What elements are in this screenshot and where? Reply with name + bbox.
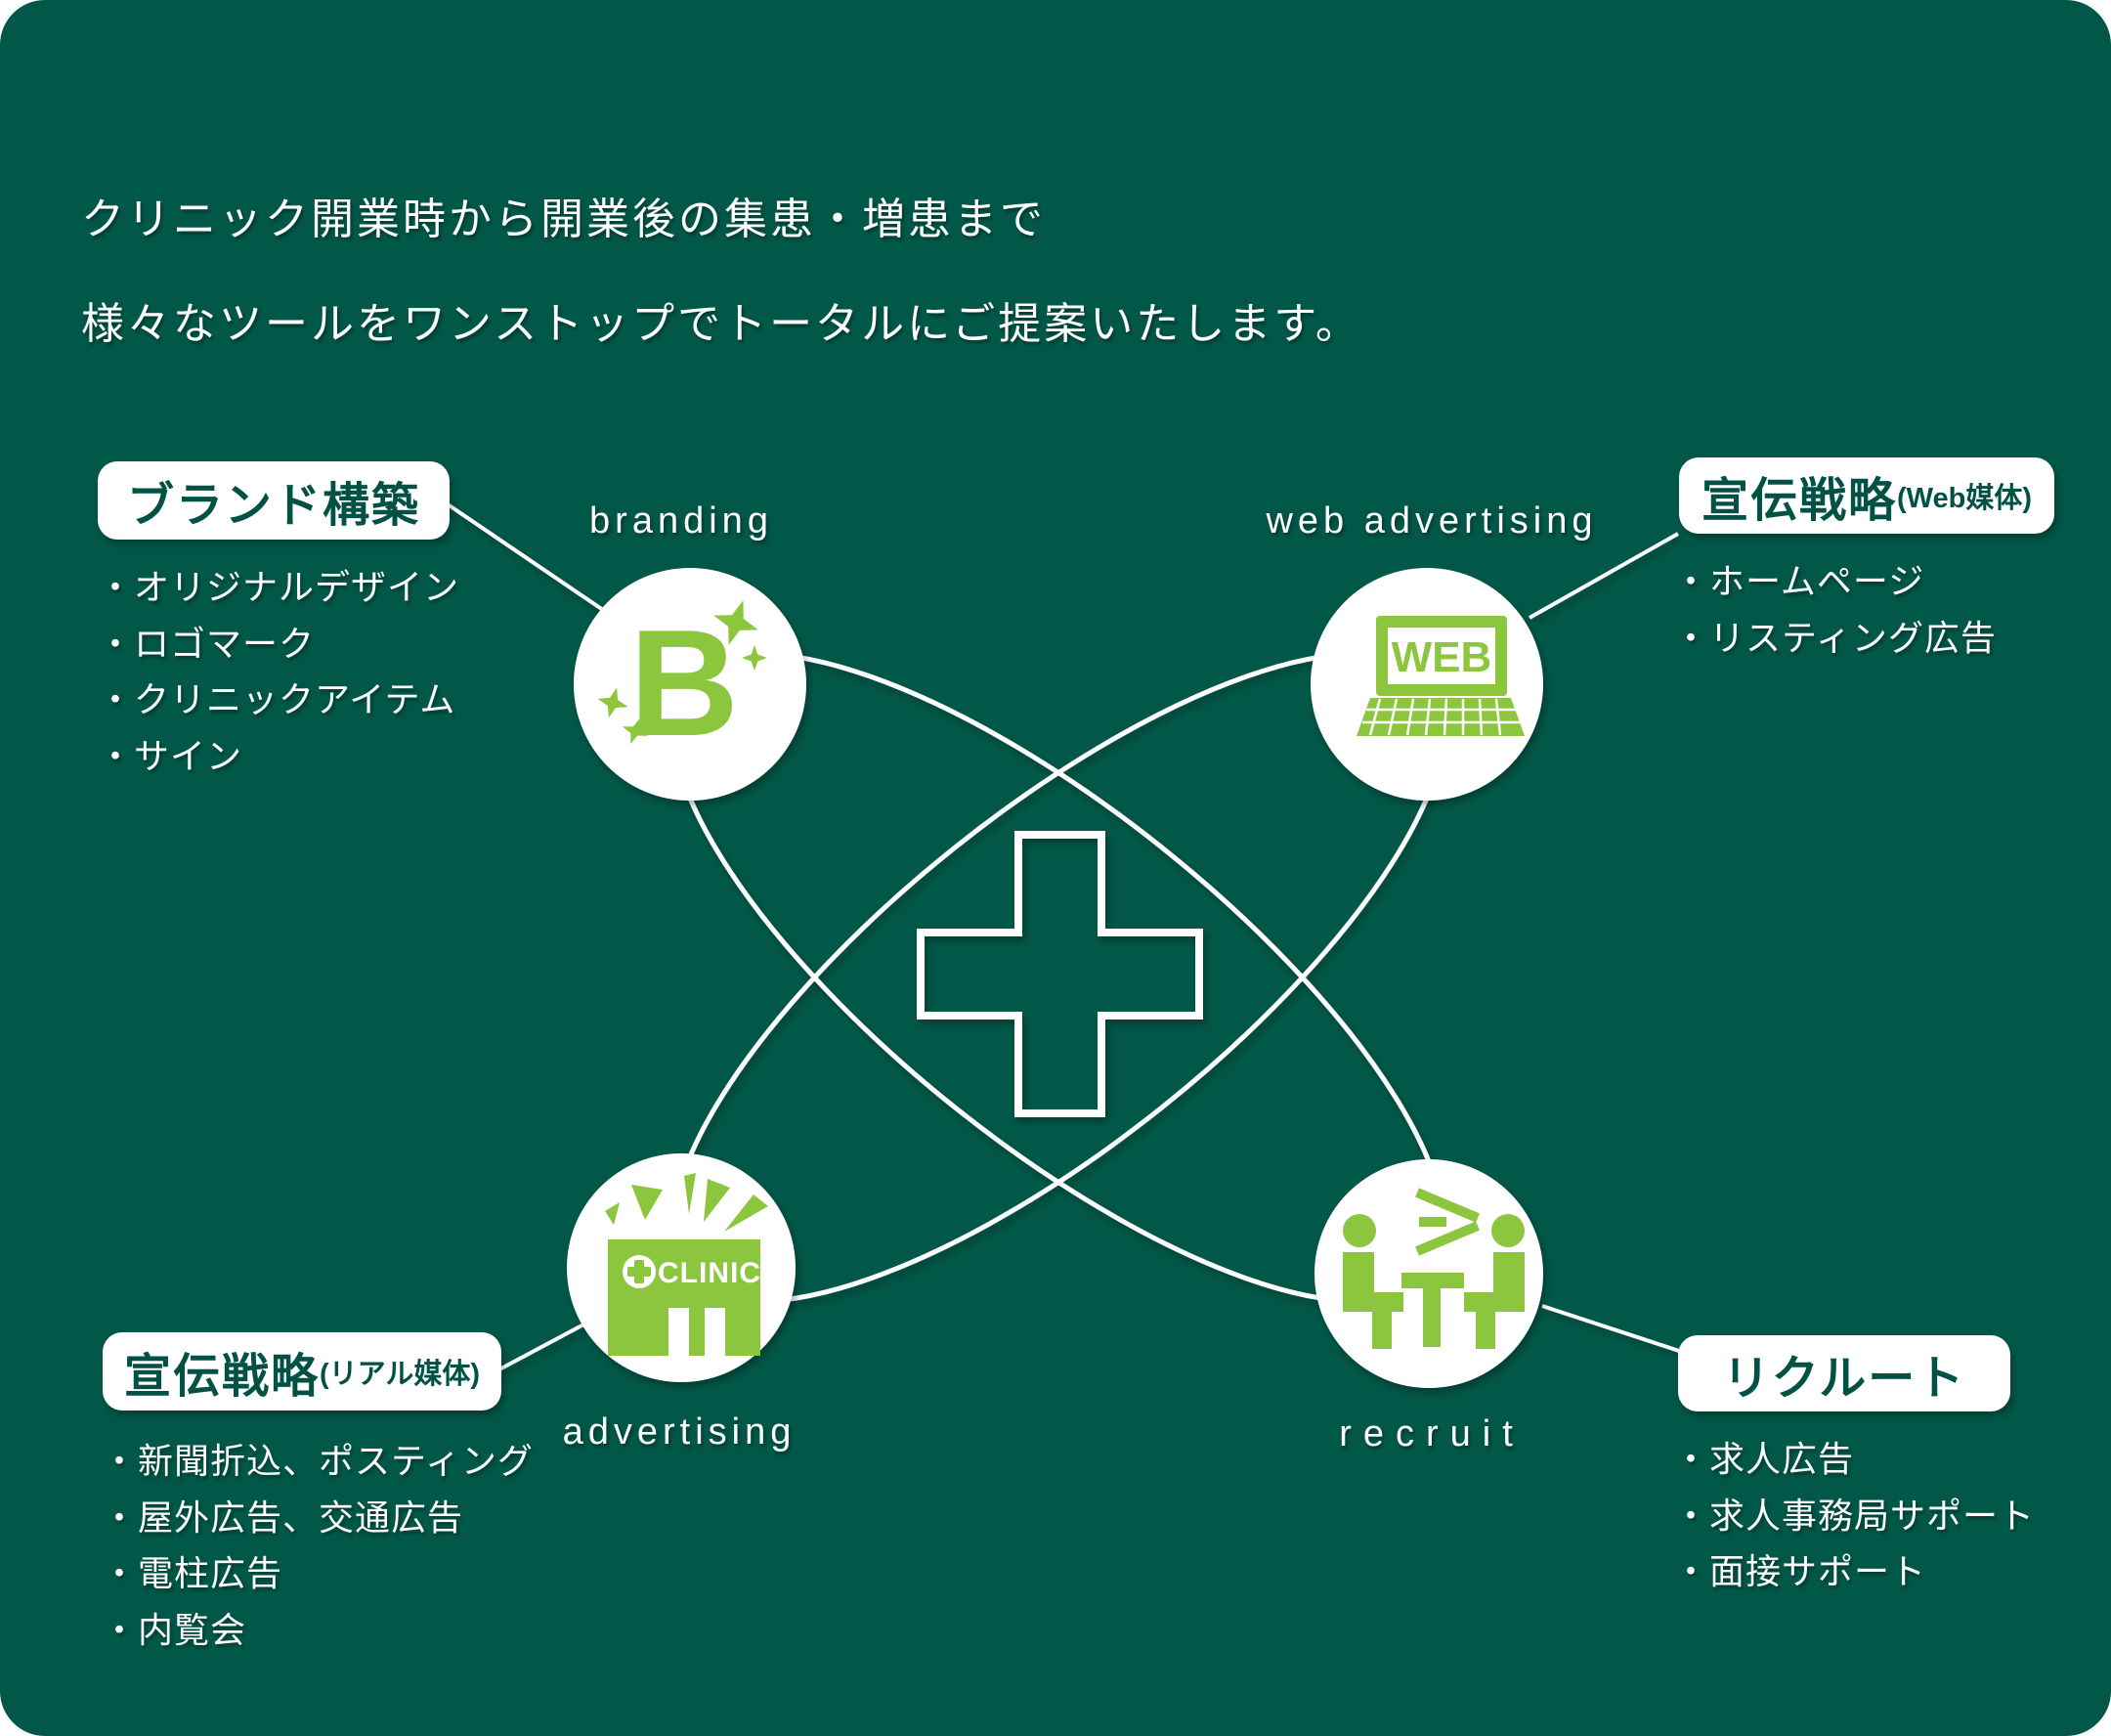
recruit-connector-line [1541,1304,1680,1353]
medical-cross-icon [917,831,1203,1117]
list-item: ・新聞折込、ポスティング [102,1441,534,1481]
laptop-screen-text: WEB [1392,633,1492,681]
recruit-table-top [1401,1273,1464,1288]
headline-line-2: 様々なツールをワンストップでトータルにご提案いたします。 [81,300,1361,348]
recruit-speech-lines [1415,1188,1480,1256]
laptop-icon: WEB [1357,616,1525,736]
list-item: ・ロゴマーク [98,623,316,664]
list-item: ・サイン [98,735,243,776]
recruit-tag-label: リクルート [1722,1353,1966,1405]
recruit-tag: リクルート [1678,1335,2010,1411]
web-advertising-tag-label: 宣伝戦略 [1701,475,1897,527]
web-connector-line [1529,532,1679,620]
advertising-tag: 宣伝戦略 (リアル媒体) [103,1332,501,1410]
recruit-person-left-head [1343,1214,1376,1247]
branding-star-large [713,600,758,645]
branding-star-small-right [742,645,767,671]
laptop-keyboard [1357,698,1525,736]
branding-icon: B [597,598,767,767]
clinic-ray-3 [684,1173,696,1214]
list-item: ・リスティング広告 [1673,617,1997,658]
branding-star-bottom [622,717,649,745]
branding-connector-line [446,502,608,614]
branding-star-left [597,687,628,718]
list-item: ・求人事務局サポート [1673,1495,2036,1536]
recruit-table-leg [1423,1288,1441,1347]
clinic-ray-5 [724,1194,768,1232]
branding-tag-label: ブランド構築 [126,480,420,532]
clinic-ray-2 [631,1185,663,1220]
advertising-connector-line [498,1321,588,1371]
clinic-door-left [668,1308,689,1356]
headline-line-1: クリニック開業時から開業後の集患・増患まで [81,195,1046,243]
branding-icon-letter: B [629,598,739,767]
web-advertising-tag: 宣伝戦略 (Web媒体) [1679,457,2054,534]
advertising-tag-label: 宣伝戦略 [123,1351,320,1403]
advertising-item-list: ・新聞折込、ポスティング ・屋外広告、交通広告 ・電柱広告 ・内覧会 [102,1433,534,1658]
clinic-ray-1 [605,1202,620,1225]
list-item: ・クリニックアイテム [98,679,456,720]
branding-item-list: ・オリジナルデザイン ・ロゴマーク ・クリニックアイテム ・サイン [98,559,459,784]
clinic-icon: CLINIC [605,1173,768,1356]
list-item: ・オリジナルデザイン [98,567,460,607]
connector-lines [446,502,1680,1371]
clinic-sign-text: CLINIC [658,1257,761,1289]
list-item: ・屋外広告、交通広告 [102,1497,464,1538]
web-advertising-en-label: web advertising [1266,500,1598,542]
clinic-door-right [705,1308,725,1356]
list-item: ・面接サポート [1673,1551,1927,1592]
recruit-item-list: ・求人広告 ・求人事務局サポート ・面接サポート [1673,1431,2035,1600]
recruit-en-label: recruit [1339,1413,1525,1454]
list-item: ・内覧会 [102,1609,247,1650]
list-item: ・求人広告 [1673,1439,1855,1479]
advertising-en-label: advertising [562,1411,797,1453]
branding-en-label: branding [589,500,773,542]
recruit-person-right-head [1491,1214,1525,1247]
recruit-icon [1343,1188,1525,1349]
list-item: ・ホームページ [1673,561,1925,601]
web-advertising-tag-note: (Web媒体) [1897,483,2033,514]
web-advertising-item-list: ・ホームページ ・リスティング広告 [1673,553,1997,666]
branding-tag: ブランド構築 [98,461,450,540]
advertising-tag-note: (リアル媒体) [319,1359,481,1390]
clinic-ray-4 [704,1179,730,1222]
list-item: ・電柱広告 [102,1553,283,1594]
